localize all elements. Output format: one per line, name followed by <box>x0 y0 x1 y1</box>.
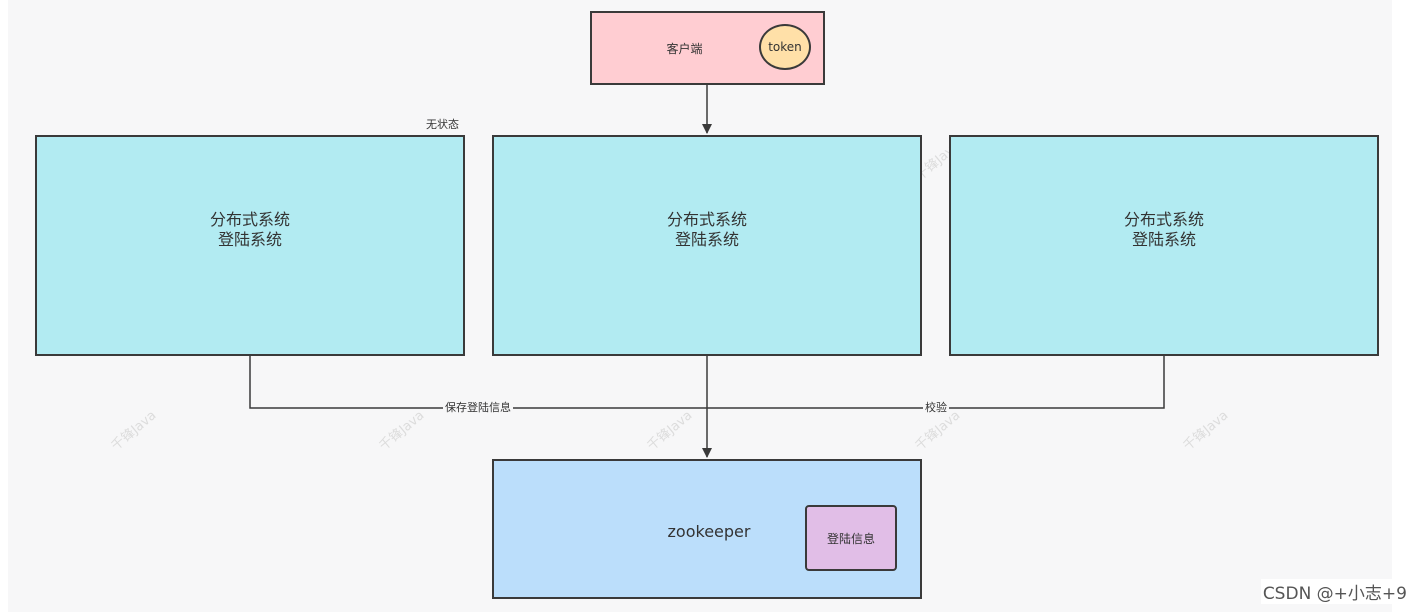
token-badge: token <box>759 24 811 70</box>
edge-label-verify: 校验 <box>923 401 949 415</box>
zookeeper-node: zookeeper 登陆信息 <box>492 459 922 599</box>
credit-watermark: CSDN @+小志+9 <box>1260 579 1409 604</box>
diagram-canvas: 千锋Java 千锋Java 千锋Java 千锋Java 千锋Java 千锋Jav… <box>8 0 1392 612</box>
edge-system3-to-zookeeper <box>707 356 1165 409</box>
login-system-node-1: 分布式系统 登陆系统 <box>35 135 465 356</box>
system-subtitle: 登陆系统 <box>217 229 282 249</box>
login-system-node-2: 分布式系统 登陆系统 <box>492 135 922 356</box>
stateless-note: 无状态 <box>426 118 459 131</box>
edge-label-save: 保存登陆信息 <box>443 401 513 415</box>
client-node: 客户端 token <box>590 11 825 85</box>
login-system-node-3: 分布式系统 登陆系统 <box>949 135 1379 356</box>
system-subtitle: 登陆系统 <box>1131 229 1196 249</box>
zookeeper-label: zookeeper <box>667 522 751 541</box>
system-title: 分布式系统 <box>209 209 290 229</box>
edge-system1-to-zookeeper <box>249 356 707 409</box>
system-subtitle: 登陆系统 <box>674 229 739 249</box>
connector-layer <box>249 85 1165 458</box>
system-title: 分布式系统 <box>1123 209 1204 229</box>
client-label: 客户端 <box>666 41 703 56</box>
system-title: 分布式系统 <box>666 209 747 229</box>
login-info-store: 登陆信息 <box>805 505 897 571</box>
